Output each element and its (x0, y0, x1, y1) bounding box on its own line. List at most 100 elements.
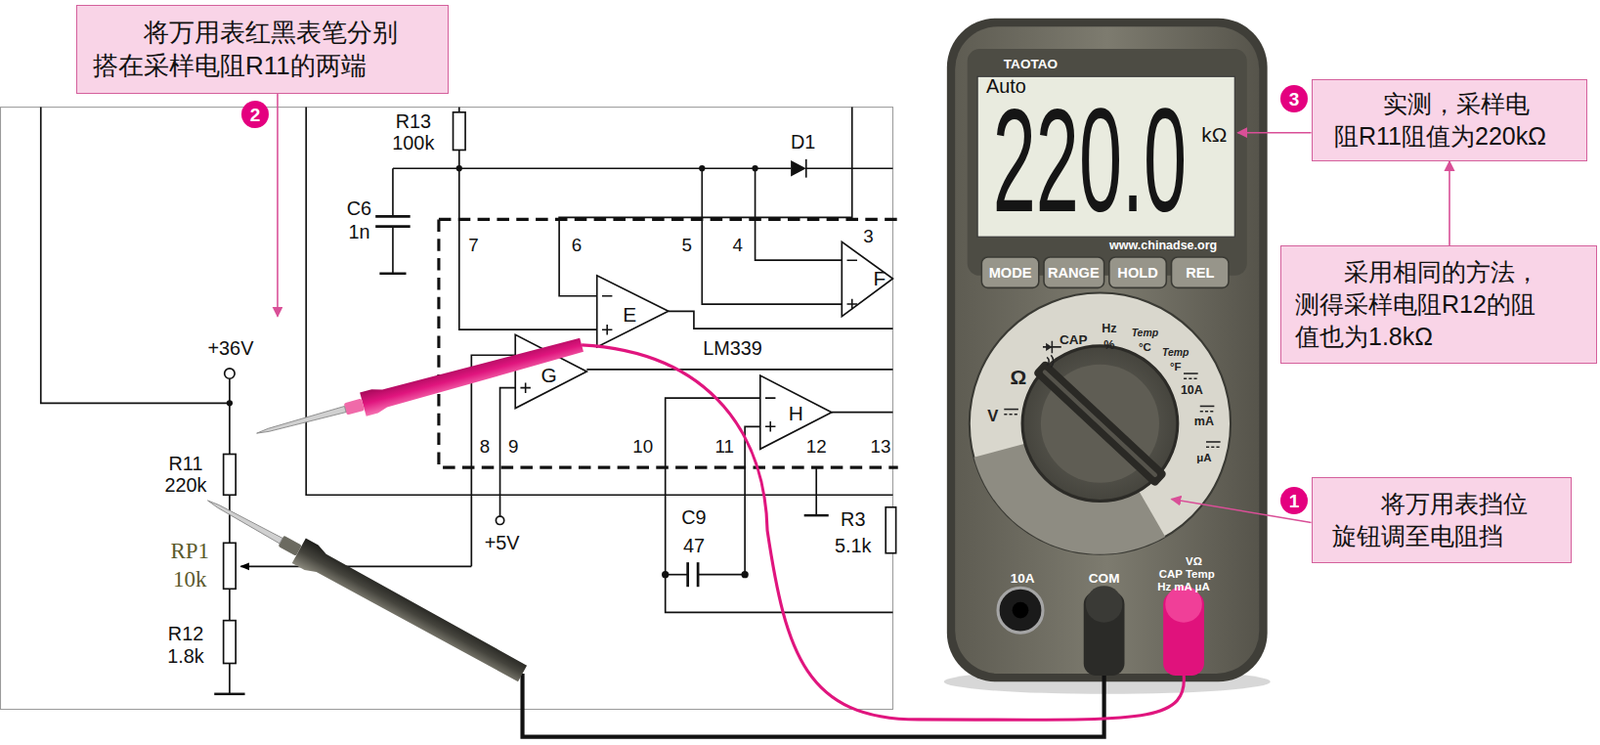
schematic-label: 13 (870, 437, 892, 457)
schematic-label: H (788, 402, 804, 424)
wire (586, 368, 893, 371)
range-symbol (1042, 341, 1062, 354)
junction-dot (751, 165, 758, 172)
range-symbol (1046, 354, 1054, 368)
black-probe (292, 537, 530, 686)
range-symbol (1206, 440, 1221, 443)
callout-box: 实测，采样电阻R11阻值为220kΩ (1311, 79, 1588, 162)
multimeter (947, 18, 1268, 682)
meter-label: % (1103, 339, 1115, 352)
meter-label: 10A (1180, 384, 1204, 397)
schematic-label: R11 (169, 454, 204, 475)
junction-dot (226, 399, 233, 406)
wire (697, 573, 745, 576)
meter-label: TAOTAO (1003, 57, 1058, 72)
schematic-label: 100k (391, 133, 434, 154)
meter-label: mA (1194, 415, 1214, 429)
callout-text: 采用相同的方法，测得采样电阻R12的阻值也为1.8kΩ (1295, 256, 1559, 353)
component (223, 620, 237, 664)
meter-label: MODE (989, 264, 1033, 280)
red-probe (253, 333, 585, 445)
knob-pointer (1041, 369, 1159, 478)
callout-box: 将万用表挡位旋钮调至电阻挡 (1311, 476, 1572, 563)
wire (686, 562, 690, 587)
component (223, 112, 897, 664)
schematic-label: 10 (632, 437, 653, 457)
wire (214, 692, 245, 696)
range-symbol (1200, 410, 1215, 413)
knob-pointer (1032, 359, 1168, 487)
wire (41, 107, 899, 694)
schematic-label: C9 (681, 508, 706, 528)
black-probe (200, 487, 529, 687)
junction-dot (790, 160, 807, 177)
button (1043, 257, 1105, 288)
wire (228, 588, 231, 620)
component (841, 241, 893, 316)
wire (755, 168, 843, 260)
wire (228, 378, 231, 454)
meter-label: Hz (1101, 322, 1117, 336)
wire (375, 224, 410, 228)
test-lead (581, 345, 1184, 720)
schematic (0, 107, 894, 710)
multimeter (997, 587, 1043, 633)
multimeter (977, 76, 1235, 237)
meter-label: kΩ (1201, 124, 1227, 145)
wire (696, 562, 700, 587)
knob-pointer (1032, 359, 1168, 487)
callout-number: 1 (1280, 486, 1308, 515)
schematic-label: 8 (479, 437, 490, 457)
meter-label: μA (1196, 452, 1211, 464)
wire (228, 494, 231, 543)
schematic-label: RP1 (170, 539, 210, 563)
schematic-label: 5.1k (834, 536, 871, 557)
wire (806, 167, 894, 170)
wire (804, 514, 829, 518)
input-sign (847, 259, 858, 309)
component (495, 516, 504, 524)
junction-dot (226, 160, 807, 578)
junction-dot (740, 570, 748, 578)
meter-label: HOLD (1117, 264, 1158, 280)
component (224, 368, 235, 379)
meter-label: Ω (1010, 367, 1028, 389)
meter-label: www.chinadse.org (1109, 238, 1217, 252)
wire (701, 168, 842, 304)
component (885, 507, 896, 554)
schematic-label: R12 (168, 624, 204, 645)
schematic-label: 47 (683, 536, 705, 557)
component (223, 454, 237, 496)
wire (392, 167, 791, 170)
red-probe (256, 405, 346, 436)
schematic-label: 5 (681, 235, 692, 255)
input-sign (765, 397, 776, 432)
schematic-label: 3 (863, 227, 873, 247)
multimeter (967, 48, 1248, 276)
component (597, 275, 669, 347)
component (453, 112, 467, 151)
junction-dot (698, 165, 705, 172)
schematic-label: 6 (571, 235, 582, 255)
schematic (0, 107, 899, 710)
wire (240, 564, 472, 567)
meter-label: CAP (1059, 333, 1088, 347)
component (223, 542, 237, 589)
meter-label: Temp (1131, 328, 1159, 339)
meter-label: REL (1185, 264, 1214, 280)
button (1109, 257, 1167, 288)
range-symbol (1003, 408, 1019, 411)
wire (744, 426, 761, 574)
schematic-label: R13 (395, 112, 432, 132)
test-lead (200, 333, 1204, 737)
schematic-label: R3 (840, 511, 865, 531)
test-lead (1085, 585, 1124, 623)
range-symbol (1003, 413, 1019, 416)
leader-arrow (1237, 131, 1311, 134)
callout-digit: 1 (1289, 491, 1300, 511)
schematic-label: 1n (347, 222, 370, 243)
schematic-label: G (541, 365, 558, 387)
callout-number: 3 (1280, 85, 1308, 113)
schematic-label: 220k (165, 475, 208, 496)
schematic-label: F (873, 268, 887, 290)
